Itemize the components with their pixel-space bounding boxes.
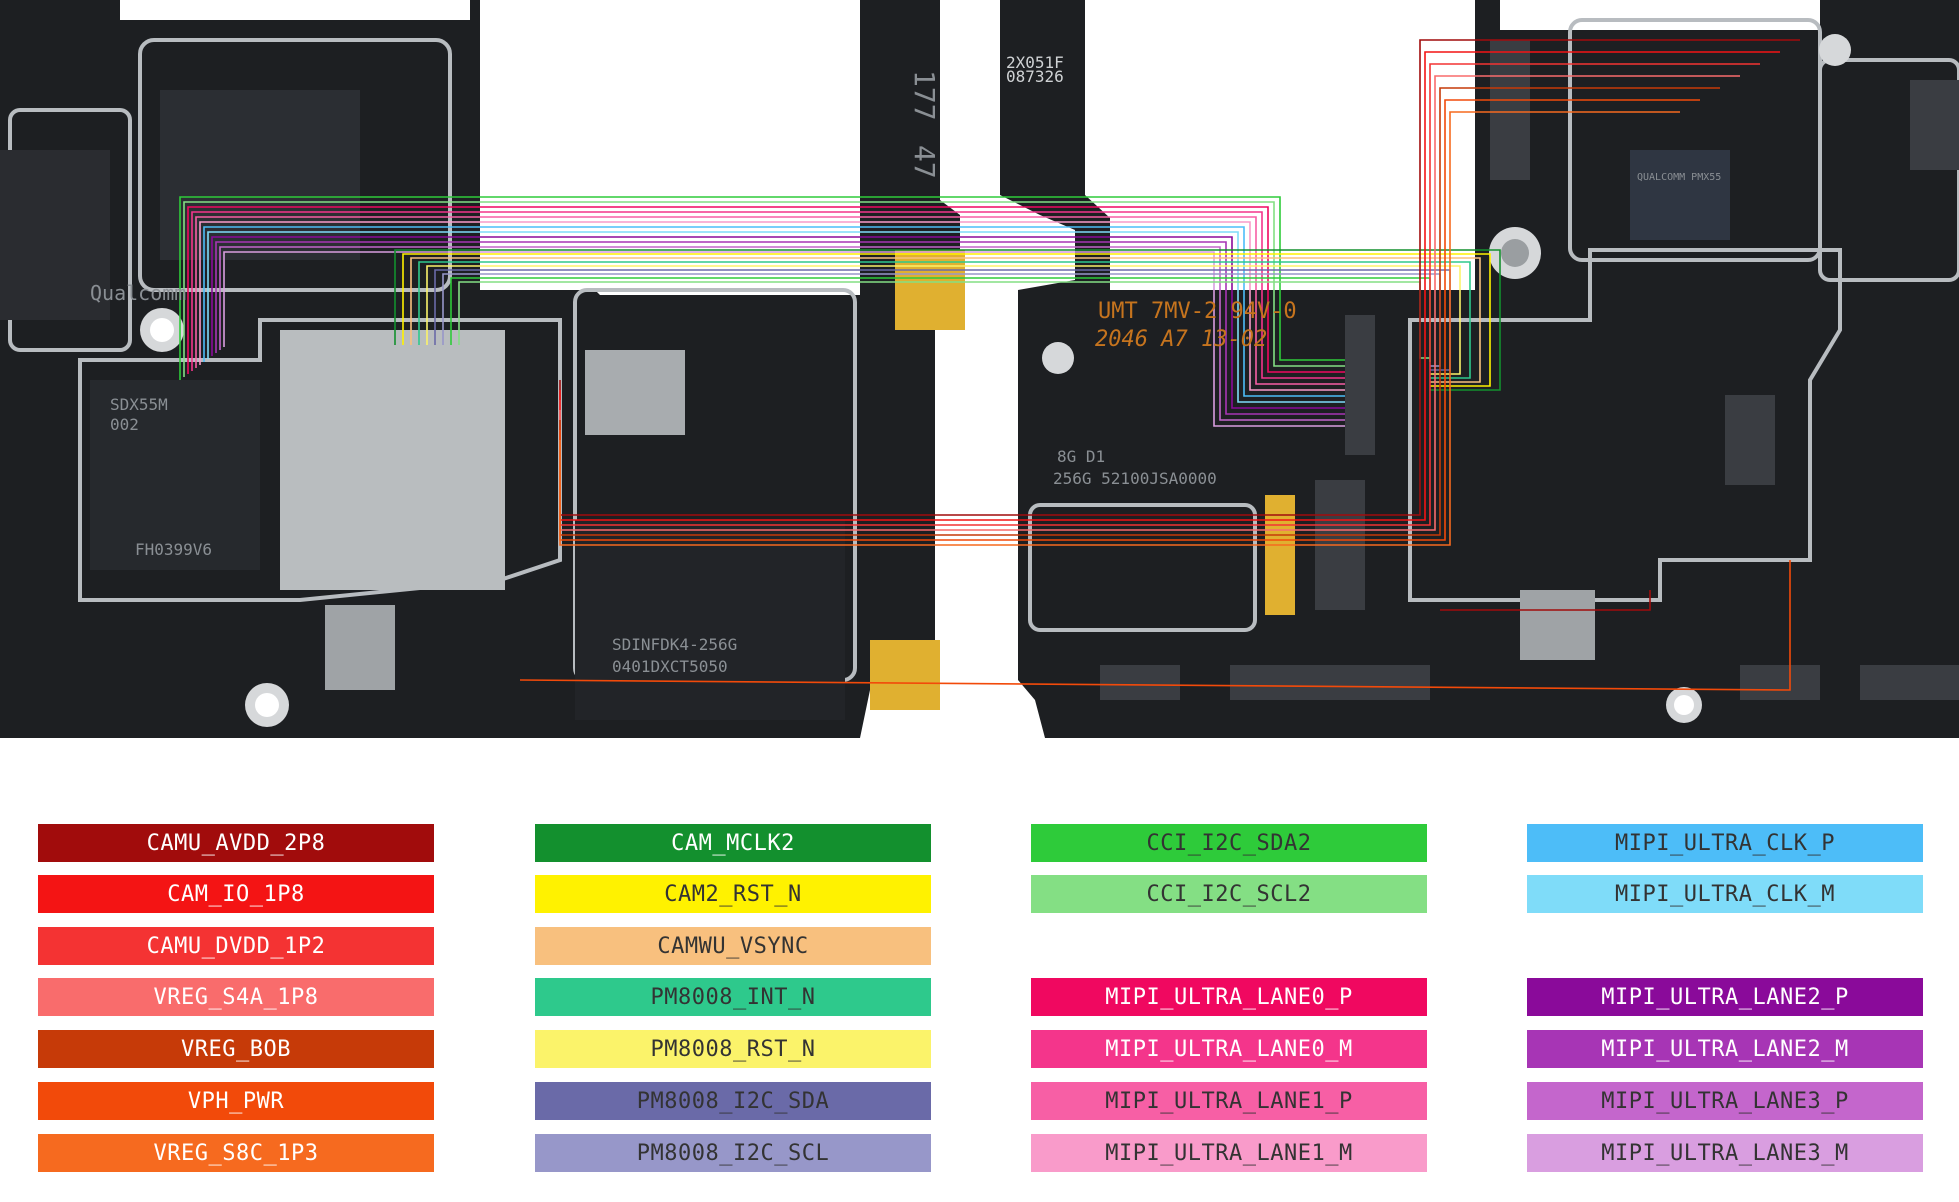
legend-label: CAMU_DVDD_1P2 xyxy=(146,933,326,959)
legend-label: VPH_PWR xyxy=(187,1088,285,1114)
legend-item: VREG_S8C_1P3 xyxy=(38,1134,434,1172)
legend-label: CCI_I2C_SDA2 xyxy=(1146,830,1312,856)
right-marking-1: 2046 A7 13-02 xyxy=(1095,327,1267,352)
legend-item: CAMU_AVDD_2P8 xyxy=(38,824,434,862)
legend-item: CCI_I2C_SDA2 xyxy=(1031,824,1427,862)
left-marking-2: FH0399V6 xyxy=(135,540,212,559)
ic-packages xyxy=(0,40,1959,720)
legend-label: PM8008_I2C_SCL xyxy=(636,1140,830,1166)
left-marking-5: Qualcomm xyxy=(90,281,186,305)
board-photo: SDX55M 002 FH0399V6 SDINFDK4-256G 0401DX… xyxy=(0,0,1959,738)
legend-label: MIPI_ULTRA_LANE3_P xyxy=(1601,1088,1849,1114)
signal-trace xyxy=(394,249,1501,391)
flex-marking-1: 47 xyxy=(908,145,941,179)
legend-item: MIPI_ULTRA_LANE2_M xyxy=(1527,1030,1923,1068)
signal-trace xyxy=(559,111,1680,546)
signal-trace xyxy=(183,201,1345,377)
signal-trace xyxy=(410,257,1481,383)
signal-trace xyxy=(219,246,1345,421)
right-marking-4: 2X051F xyxy=(1006,53,1064,72)
legend-item: MIPI_ULTRA_CLK_M xyxy=(1527,875,1923,913)
legend-label: MIPI_ULTRA_LANE2_M xyxy=(1601,1036,1849,1062)
legend-item: VREG_S4A_1P8 xyxy=(38,978,434,1016)
legend-item: MIPI_ULTRA_LANE1_M xyxy=(1031,1134,1427,1172)
legend-item: VPH_PWR xyxy=(38,1082,434,1120)
legend-item: CCI_I2C_SCL2 xyxy=(1031,875,1427,913)
legend-label: CAMWU_VSYNC xyxy=(657,933,809,959)
signal-trace xyxy=(418,261,1471,379)
legend-label: MIPI_ULTRA_CLK_M xyxy=(1615,881,1835,907)
legend-item: CAM_MCLK2 xyxy=(535,824,931,862)
legend-item: PM8008_I2C_SDA xyxy=(535,1082,931,1120)
legend-item: PM8008_I2C_SCL xyxy=(535,1134,931,1172)
left-marking-0: SDX55M xyxy=(110,395,168,414)
left-marking-4: 0401DXCT5050 xyxy=(612,657,728,676)
signal-trace xyxy=(402,253,1491,387)
legend-item: CAMU_DVDD_1P2 xyxy=(38,927,434,965)
legend-label: MIPI_ULTRA_CLK_P xyxy=(1615,830,1835,856)
legend-label: MIPI_ULTRA_LANE1_P xyxy=(1105,1088,1353,1114)
signal-trace xyxy=(179,196,1345,380)
legend-item: MIPI_ULTRA_LANE2_P xyxy=(1527,978,1923,1016)
legend-item: MIPI_ULTRA_LANE0_M xyxy=(1031,1030,1427,1068)
legend-item: MIPI_ULTRA_LANE0_P xyxy=(1031,978,1427,1016)
legend-item: CAM2_RST_N xyxy=(535,875,931,913)
legend-label: MIPI_ULTRA_LANE0_M xyxy=(1105,1036,1353,1062)
legend-label: VREG_BOB xyxy=(181,1036,291,1062)
legend-label: MIPI_ULTRA_LANE0_P xyxy=(1105,984,1353,1010)
signal-trace xyxy=(191,211,1345,379)
legend-label: VREG_S8C_1P3 xyxy=(153,1140,319,1166)
pcb-diagram: SDX55M 002 FH0399V6 SDINFDK4-256G 0401DX… xyxy=(0,0,1959,738)
legend-label: VREG_S4A_1P8 xyxy=(153,984,319,1010)
signal-trace xyxy=(187,206,1345,374)
legend-label: CAM2_RST_N xyxy=(664,881,802,907)
right-marking-2: 8G D1 xyxy=(1057,447,1105,466)
right-marking-5: 087326 xyxy=(1006,67,1064,86)
mounting-holes xyxy=(140,34,1851,727)
legend-label: CAM_IO_1P8 xyxy=(167,881,305,907)
top-cutout xyxy=(1500,0,1820,30)
right-marking-6: QUALCOMM PMX55 xyxy=(1637,172,1721,183)
signal-trace xyxy=(207,231,1345,403)
left-marking-3: SDINFDK4-256G xyxy=(612,635,737,654)
legend-label: PM8008_INT_N xyxy=(650,984,816,1010)
signal-trace xyxy=(199,221,1345,391)
left-marking-1: 002 xyxy=(110,415,139,434)
right-marking-3: 256G 52100JSA0000 xyxy=(1053,469,1217,488)
legend-item: MIPI_ULTRA_LANE3_P xyxy=(1527,1082,1923,1120)
legend-item: VREG_BOB xyxy=(38,1030,434,1068)
legend-label: CCI_I2C_SCL2 xyxy=(1146,881,1312,907)
legend-label: MIPI_ULTRA_LANE2_P xyxy=(1601,984,1849,1010)
legend-item: CAM_IO_1P8 xyxy=(38,875,434,913)
flex-marking-0: 177 xyxy=(908,70,941,121)
signal-trace xyxy=(203,226,1345,397)
right-marking-0: UMT 7MV-2 94V-0 xyxy=(1098,299,1297,324)
legend-label: PM8008_RST_N xyxy=(650,1036,816,1062)
signal-traces xyxy=(179,39,1800,691)
signal-trace xyxy=(215,241,1345,415)
signal-trace xyxy=(195,216,1345,385)
legend-label: MIPI_ULTRA_LANE1_M xyxy=(1105,1140,1353,1166)
signal-trace xyxy=(519,560,1791,691)
signal-trace xyxy=(211,236,1345,409)
legend-label: CAMU_AVDD_2P8 xyxy=(146,830,326,856)
signal-trace xyxy=(223,251,1345,427)
legend-item: MIPI_ULTRA_LANE1_P xyxy=(1031,1082,1427,1120)
legend-item: MIPI_ULTRA_CLK_P xyxy=(1527,824,1923,862)
legend-label: MIPI_ULTRA_LANE3_M xyxy=(1601,1140,1849,1166)
legend-label: PM8008_I2C_SDA xyxy=(636,1088,830,1114)
legend-item: CAMWU_VSYNC xyxy=(535,927,931,965)
legend-item: PM8008_INT_N xyxy=(535,978,931,1016)
legend-item: PM8008_RST_N xyxy=(535,1030,931,1068)
signal-trace xyxy=(1440,590,1651,611)
legend-label: CAM_MCLK2 xyxy=(671,830,795,856)
legend-item: MIPI_ULTRA_LANE3_M xyxy=(1527,1134,1923,1172)
